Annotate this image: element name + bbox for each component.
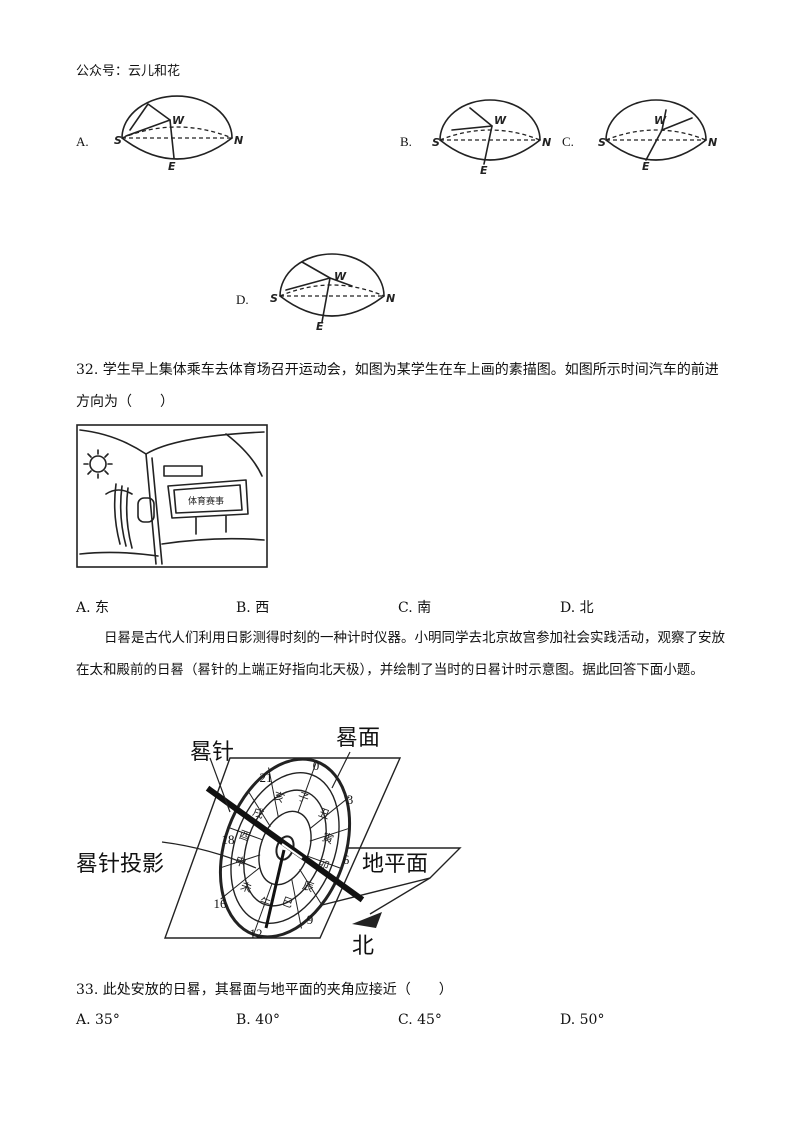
ground-plane-label: 地平面 xyxy=(362,852,429,877)
q32-option-c[interactable]: C. 南 xyxy=(398,600,432,616)
hour-label: 3 xyxy=(347,792,354,807)
q32-question-line-1: 32. 学生早上集体乘车去体育场召开运动会，如图为某学生在车上画的素描图。如图所… xyxy=(76,362,719,378)
west-label: W xyxy=(494,114,507,127)
branch-label: 亥 xyxy=(272,788,287,805)
gnomon-shadow-label: 晷针投影 xyxy=(76,852,165,877)
east-label: E xyxy=(480,164,488,177)
branch-label: 丑 xyxy=(317,806,332,822)
hour-label: 18 xyxy=(222,832,235,847)
branch-label: 酉 xyxy=(237,828,252,844)
q32-bus-sketch: 体育赛事 xyxy=(76,424,268,568)
q32-option-b[interactable]: B. 西 xyxy=(236,600,270,616)
north-label: N xyxy=(708,136,717,149)
south-label: S xyxy=(598,136,606,149)
hour-label: 6 xyxy=(343,852,350,867)
q33-option-b[interactable]: B. 40° xyxy=(236,1012,281,1028)
q31-option-b-label[interactable]: B. xyxy=(400,134,412,149)
hour-label: 12 xyxy=(250,926,263,941)
hour-label: 21 xyxy=(260,770,273,785)
north-label: N xyxy=(386,292,395,305)
branch-label: 子 xyxy=(296,790,311,806)
branch-label: 辰 xyxy=(301,879,316,895)
q31-option-a-label[interactable]: A. xyxy=(76,134,89,149)
east-label: E xyxy=(316,320,324,333)
south-label: S xyxy=(270,292,278,305)
q31-option-a-diagram: S N E W xyxy=(114,95,243,173)
branch-label: 巳 xyxy=(280,895,295,911)
q31-option-d-label[interactable]: D. xyxy=(236,292,249,307)
east-label: E xyxy=(642,160,650,173)
north-label: N xyxy=(234,134,243,147)
hour-label: 0 xyxy=(313,758,320,773)
branch-label: 未 xyxy=(239,880,254,896)
q32-option-a[interactable]: A. 东 xyxy=(76,600,110,616)
sundial-intro: 日晷是古代人们利用日影测得时刻的一种计时仪器。小明同学去北京故宫参加社会实践活动… xyxy=(76,630,725,678)
dial-face-label: 晷面 xyxy=(336,726,381,751)
q31-option-d-diagram: S N E W xyxy=(270,253,395,333)
q33-option-d[interactable]: D. 50° xyxy=(560,1012,605,1028)
branch-label: 午 xyxy=(258,895,273,911)
west-label: W xyxy=(334,270,347,283)
hour-label: 16 xyxy=(214,896,228,911)
east-label: E xyxy=(168,160,176,173)
south-label: S xyxy=(114,134,122,147)
west-label: W xyxy=(172,114,185,127)
sketch-sign-text: 体育赛事 xyxy=(188,495,224,507)
q33-question: 33. 此处安放的日晷，其晷面与地平面的夹角应接近（ ） xyxy=(76,982,453,998)
q31-option-c-diagram: S N E W xyxy=(598,99,717,173)
north-label: N xyxy=(542,136,551,149)
q32-option-d[interactable]: D. 北 xyxy=(560,600,594,616)
q33-option-a[interactable]: A. 35° xyxy=(76,1012,120,1028)
q31-option-c-label[interactable]: C. xyxy=(562,134,574,149)
gnomon-label: 晷针 xyxy=(190,740,235,765)
north-label: 北 xyxy=(352,934,375,959)
q32-question-line-2: 方向为（ ） xyxy=(76,394,174,410)
hour-label: 9 xyxy=(307,912,314,927)
source-header: 公众号：云儿和花 xyxy=(76,64,181,79)
branch-label: 寅 xyxy=(320,830,335,847)
west-label: W xyxy=(654,114,667,127)
sundial-diagram: 子 丑 寅 卯 辰 巳 午 未 申 酉 戌 亥 0 3 6 9 12 16 18… xyxy=(161,751,462,941)
q33-option-c[interactable]: C. 45° xyxy=(398,1012,442,1028)
branch-label: 戌 xyxy=(251,805,266,821)
south-label: S xyxy=(432,136,440,149)
q31-option-b-diagram: S N E W xyxy=(432,99,551,177)
